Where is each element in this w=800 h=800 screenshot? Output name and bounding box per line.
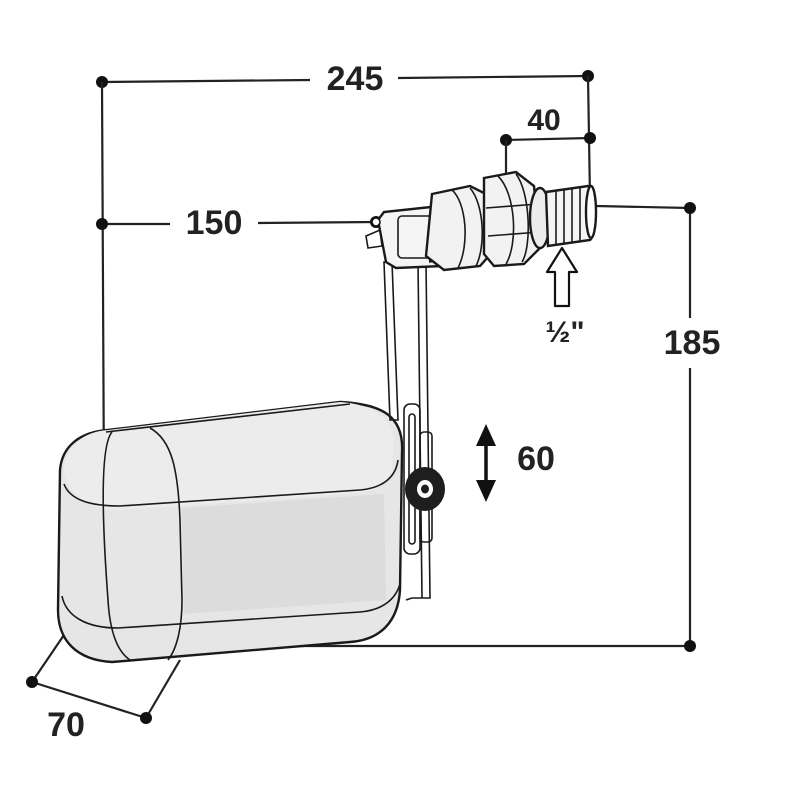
float-arm <box>383 261 445 601</box>
dim-70-label: 70 <box>47 706 85 744</box>
dim-185-dot-bottom <box>684 640 696 652</box>
dim-150-dot-left <box>96 218 108 230</box>
dim-40-label: 40 <box>527 104 560 137</box>
dim-70-ext-right <box>145 659 181 719</box>
dim-150-line-right <box>257 220 377 225</box>
thread-arrow <box>545 246 579 308</box>
dim-245-line-right <box>397 74 589 80</box>
dim-185-dot-top <box>684 202 696 214</box>
dim-70-ext-left <box>31 631 67 683</box>
dim-185-top-line <box>595 204 691 210</box>
dim-60-label: 60 <box>517 440 555 478</box>
dim-245-label: 245 <box>327 60 384 98</box>
dim-40-dot-right <box>584 132 596 144</box>
valve-head <box>365 170 598 272</box>
dim-40-line <box>505 136 591 142</box>
thread-lines <box>555 187 581 246</box>
dim-70-dot-right <box>140 712 152 724</box>
dim-70-dot-left <box>26 676 38 688</box>
thread-size-label: ½" <box>545 316 584 349</box>
float-body <box>56 400 404 664</box>
left-reference-line <box>100 81 106 493</box>
adjust-double-arrow <box>476 424 496 502</box>
dim-185-label: 185 <box>664 324 721 362</box>
dim-150-label: 150 <box>186 204 243 242</box>
dim-245-line-left <box>101 78 311 84</box>
dim-70-line <box>31 680 147 720</box>
